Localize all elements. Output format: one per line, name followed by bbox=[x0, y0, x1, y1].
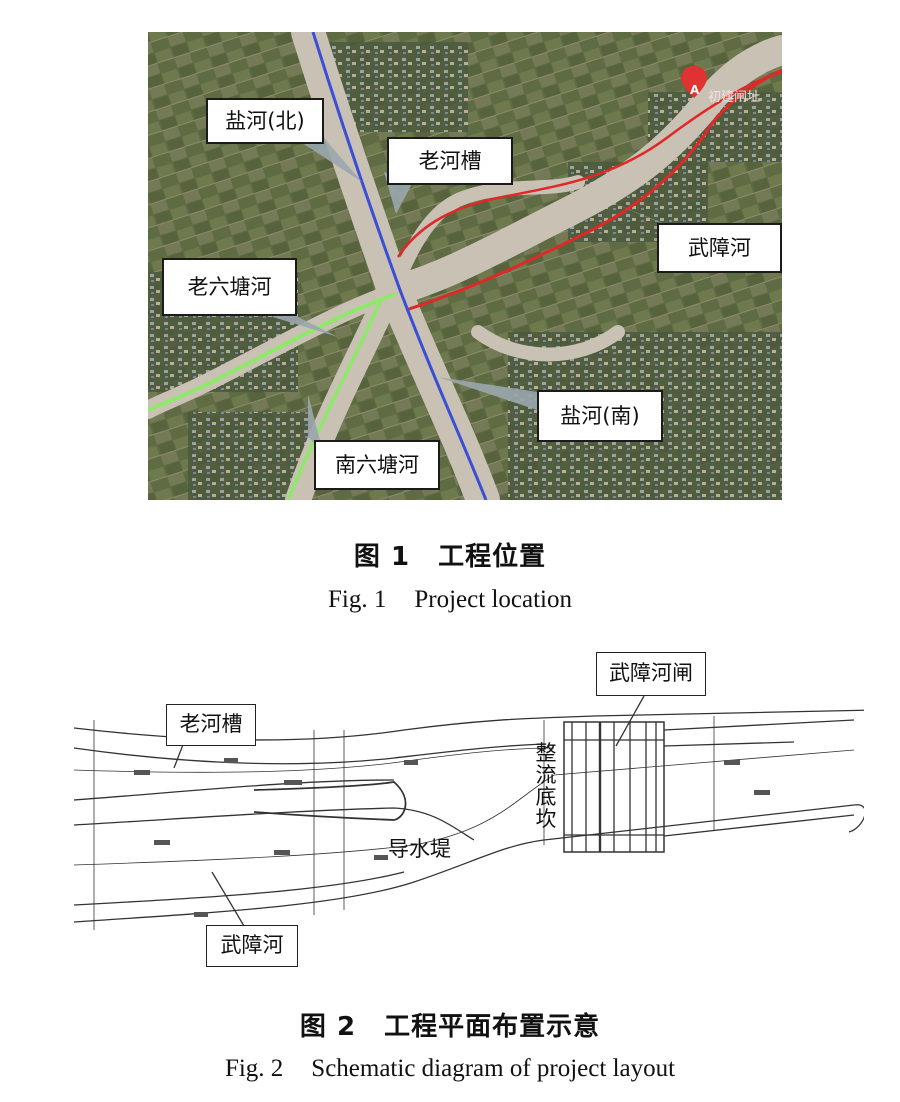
label-laoliutanghe: 老六塘河 bbox=[162, 258, 297, 316]
center-line-old bbox=[74, 747, 555, 773]
figure1-caption-zh-text: 工程位置 bbox=[438, 542, 547, 572]
label-weir-char-4: 坎 bbox=[535, 807, 557, 831]
map-pin-icon bbox=[681, 66, 707, 98]
figure2-caption-zh: 图 2 工程平面布置示意 bbox=[0, 1006, 900, 1043]
center-line-main bbox=[74, 749, 855, 866]
rivers bbox=[148, 32, 782, 500]
figure1-caption-zh-number: 图 1 bbox=[353, 542, 411, 572]
label-weir-char-3: 底 bbox=[535, 785, 557, 809]
label-weir: 整 流 底 坎 bbox=[534, 742, 558, 830]
figure1-caption-en-text: Project location bbox=[414, 586, 572, 613]
old-channel-inner-bank bbox=[74, 743, 545, 765]
label-weir-char-2: 流 bbox=[535, 763, 557, 787]
label-dike: 导水堤 bbox=[388, 837, 451, 861]
blue-line-yanhe bbox=[311, 32, 488, 500]
main-river-low-bank-2 bbox=[74, 871, 405, 906]
label-nanliutanghe: 南六塘河 bbox=[314, 440, 440, 490]
leader-wuzhanghe bbox=[211, 871, 245, 927]
label-sluice: 武障河闸 bbox=[596, 652, 706, 696]
figure2-caption-en-text: Schematic diagram of project layout bbox=[311, 1055, 676, 1082]
figure2-drawing bbox=[74, 695, 864, 930]
figure2-caption-en: Fig. 2 Schematic diagram of project layou… bbox=[0, 1055, 900, 1083]
figure2-caption-zh-text: 工程平面布置示意 bbox=[384, 1012, 601, 1042]
main-river-lower-bank bbox=[74, 804, 864, 923]
label-laohecao: 老河槽 bbox=[387, 137, 513, 185]
leader-laohecao bbox=[173, 741, 185, 769]
red-line-old-channel bbox=[396, 70, 782, 258]
map-pin-letter: A bbox=[690, 83, 700, 97]
figure1-caption-en-number: Fig. 1 bbox=[328, 586, 387, 613]
guide-dike bbox=[253, 781, 407, 821]
label-yanhe-south: 盐河(南) bbox=[537, 390, 663, 442]
label-wuzhanghe-2: 武障河 bbox=[206, 925, 298, 967]
label-weir-char-1: 整 bbox=[535, 741, 557, 765]
old-channel-lower-bank bbox=[74, 779, 395, 801]
red-line-main bbox=[405, 68, 782, 312]
main-river-upper-bank bbox=[74, 807, 475, 841]
figure2-caption-en-number: Fig. 2 bbox=[224, 1055, 284, 1082]
label-wuzhanghe: 武障河 bbox=[657, 223, 782, 273]
leader-sluice bbox=[615, 695, 645, 747]
figure2-caption-zh-number: 图 2 bbox=[299, 1012, 357, 1042]
label-yanhe-north: 盐河(北) bbox=[206, 98, 324, 144]
figure1-caption-zh: 图 1 工程位置 bbox=[0, 536, 900, 573]
label-laohecao-2: 老河槽 bbox=[166, 704, 256, 746]
map-pin-text: 初建闸址 bbox=[708, 90, 761, 105]
green-line-nanliutang bbox=[286, 301, 382, 500]
drawing-annotations bbox=[134, 758, 770, 917]
figure1-caption-en: Fig. 1 Project location bbox=[0, 586, 900, 614]
green-line-laoliutang bbox=[148, 292, 397, 412]
